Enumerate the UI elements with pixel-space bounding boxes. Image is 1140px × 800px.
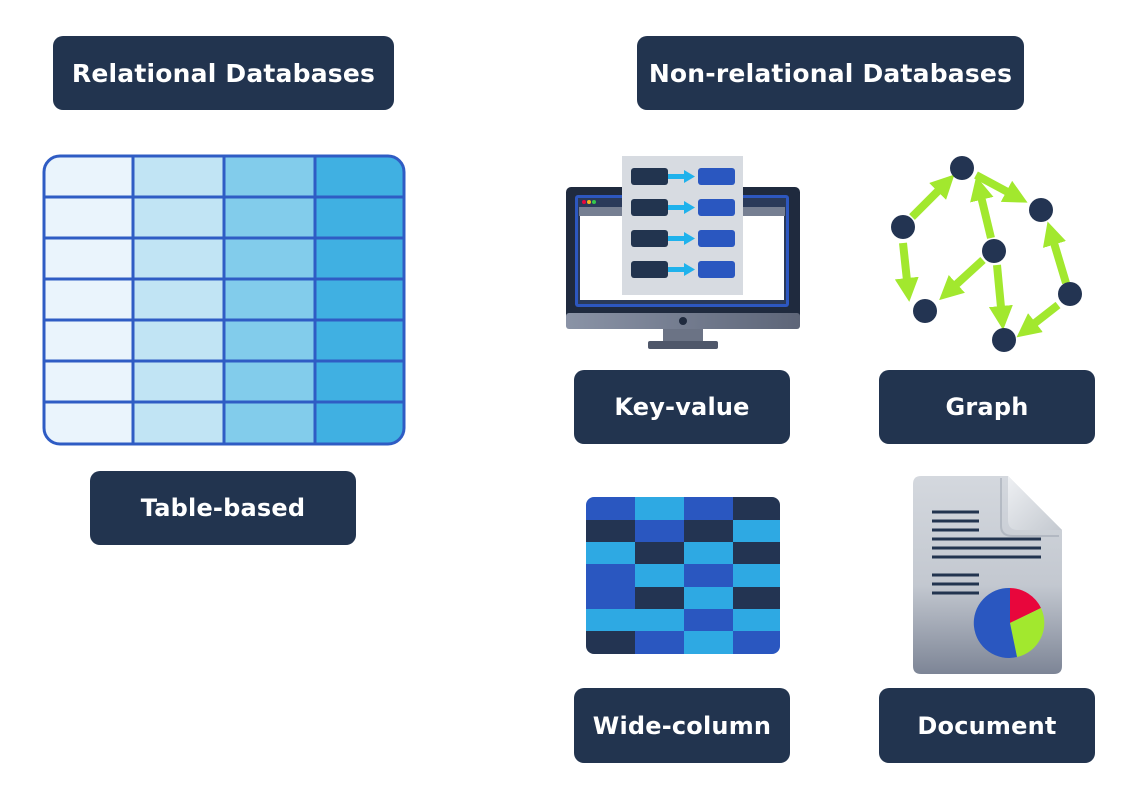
key-value-monitor-icon xyxy=(566,156,800,349)
document-label: Document xyxy=(879,688,1095,763)
table-icon xyxy=(42,154,406,446)
non-relational-databases-title: Non-relational Databases xyxy=(637,36,1024,110)
wide-column-label: Wide-column xyxy=(574,688,790,763)
relational-databases-title: Relational Databases xyxy=(53,36,394,110)
key-value-label: Key-value xyxy=(574,370,790,444)
graph-network-icon xyxy=(891,156,1082,352)
graph-label: Graph xyxy=(879,370,1095,444)
table-based-label: Table-based xyxy=(90,471,356,545)
wide-column-grid-icon xyxy=(586,497,780,654)
document-pie-chart-icon xyxy=(913,476,1062,674)
